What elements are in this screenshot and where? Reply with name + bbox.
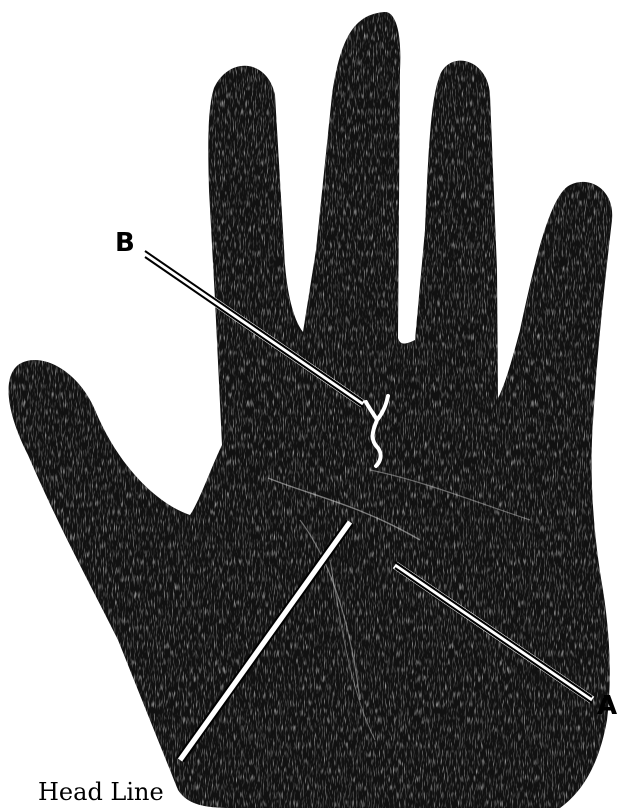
label-head-line: Head Line [38,778,164,806]
label-b: B [115,228,135,258]
hand [9,12,613,808]
label-a: A [597,691,617,721]
hand-texture [9,12,613,808]
